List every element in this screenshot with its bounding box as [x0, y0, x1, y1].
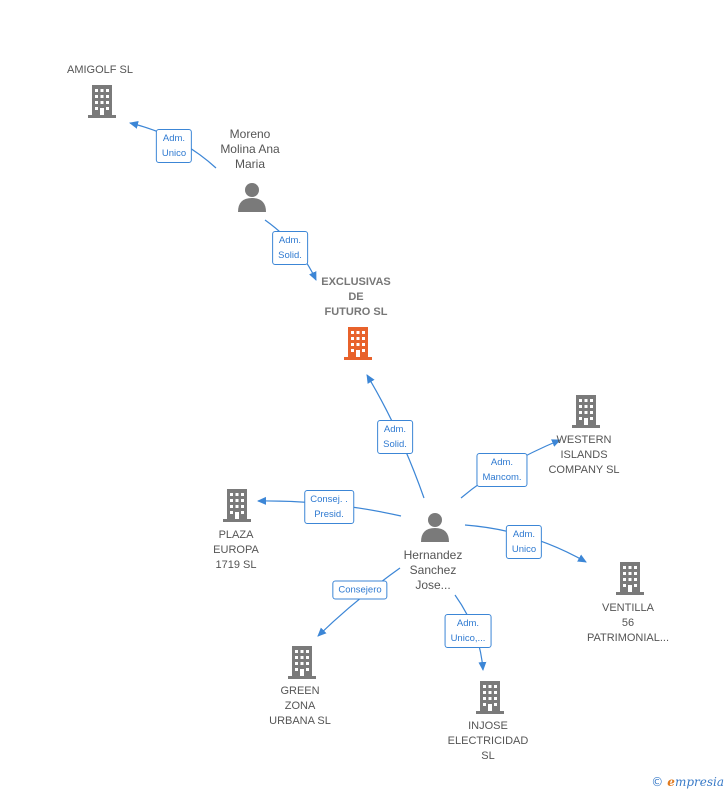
person-icon[interactable] — [419, 512, 451, 542]
node-label-exclusivas[interactable]: EXCLUSIVAS DE FUTURO SL — [321, 276, 391, 318]
edge-label-hernandez-plaza[interactable]: Consej. . Presid. — [304, 490, 354, 524]
brand-first-letter: e — [667, 775, 675, 789]
node-label-plaza[interactable]: PLAZA EUROPA 1719 SL — [213, 529, 259, 571]
node-label-western[interactable]: WESTERN ISLANDS COMPANY SL — [548, 434, 620, 476]
edge-label-hernandez-injose[interactable]: Adm. Unico,... — [444, 614, 492, 648]
copyright-icon: © — [651, 775, 664, 789]
edge-hernandez-green — [317, 567, 401, 637]
node-label-amigolf[interactable]: AMIGOLF SL — [66, 64, 134, 76]
building-icon[interactable] — [221, 488, 253, 522]
edge-label-moreno-exclusivas[interactable]: Adm. Solid. — [272, 231, 308, 265]
edge-label-moreno-amigolf[interactable]: Adm. Unico — [155, 129, 193, 163]
edge-label-hernandez-western[interactable]: Adm. Mancom. — [476, 453, 528, 487]
edge-label-hernandez-ventilla[interactable]: Adm. Unico — [505, 525, 543, 559]
node-label-injose[interactable]: INJOSE ELECTRICIDAD SL — [447, 720, 529, 762]
building-icon[interactable] — [474, 680, 506, 714]
building-icon[interactable] — [570, 394, 602, 428]
node-label-hernandez[interactable]: Hernandez Sanchez Jose... — [403, 548, 463, 592]
edge-label-hernandez-green[interactable]: Consejero — [332, 580, 388, 600]
brand-name: mpresia — [674, 775, 724, 789]
node-label-green[interactable]: GREEN ZONA URBANA SL — [269, 685, 331, 727]
building-icon[interactable] — [614, 561, 646, 595]
building-icon[interactable] — [86, 84, 118, 118]
node-label-ventilla[interactable]: VENTILLA 56 PATRIMONIAL... — [586, 602, 670, 644]
person-icon[interactable] — [236, 182, 268, 212]
node-label-moreno[interactable]: Moreno Molina Ana Maria — [220, 127, 280, 171]
building-icon[interactable] — [286, 645, 318, 679]
building-icon-main[interactable] — [342, 326, 374, 360]
brand-watermark: ©empresia — [651, 775, 724, 789]
edge-label-hernandez-exclusivas[interactable]: Adm. Solid. — [377, 420, 413, 454]
